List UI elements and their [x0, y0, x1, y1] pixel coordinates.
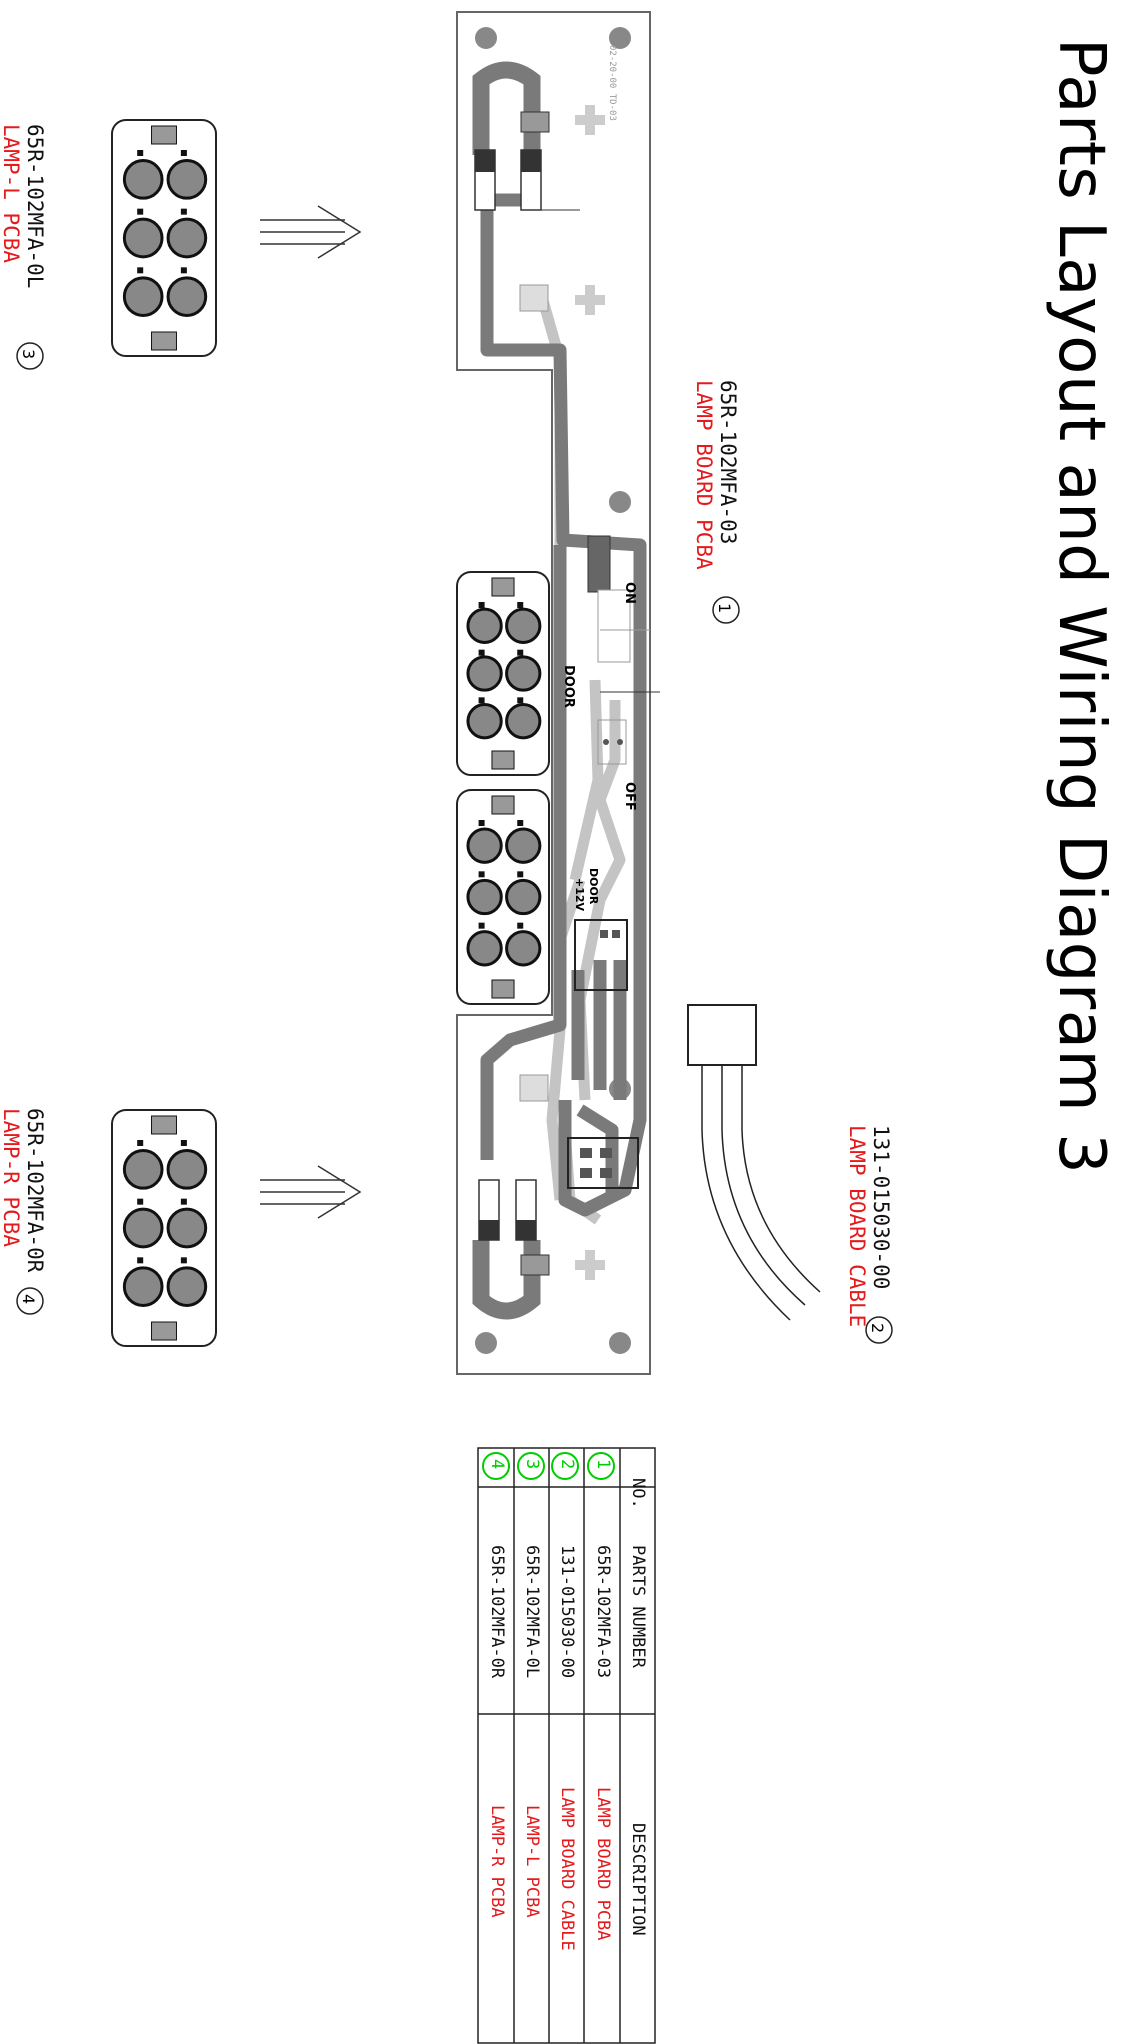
arrow-to-lamp-r [260, 1165, 362, 1219]
table-header-description: DESCRIPTION [628, 1823, 648, 1936]
table-cell-no: 1 [593, 1459, 613, 1470]
callout-circle-3 [16, 342, 44, 370]
led-icon [505, 878, 542, 916]
table-cell-parts-number: 65R-102MFA-0L [522, 1545, 542, 1679]
callout-1-number: 1 [715, 603, 734, 614]
board-label-door-bottom: DOOR [587, 868, 600, 905]
table-circle-4 [482, 1452, 510, 1480]
led-icon [166, 159, 208, 200]
board-label-on: ON [622, 582, 637, 604]
lamp-board-pcba: 02-20-00 TD-03 [456, 11, 660, 1375]
table-row: 3 [522, 1459, 542, 1469]
table-cell-parts-number: 65R-102MFA-0R [487, 1545, 507, 1679]
connector-icon [491, 750, 515, 770]
callout-4-part-number: 65R-102MFA-0R [23, 1108, 47, 1273]
callout-circles [16, 342, 893, 1344]
led-icon [166, 1266, 208, 1307]
callout-4-description: LAMP-R PCBA [0, 1108, 23, 1248]
led-icon [505, 607, 542, 644]
table-circle-2 [551, 1452, 579, 1480]
board-label-off: OFF [622, 782, 637, 811]
callout-1-description: LAMP BOARD PCBA [692, 380, 716, 570]
lamp-r-pcba [111, 1109, 217, 1347]
connector-icon [151, 1115, 177, 1135]
led-icon [466, 607, 503, 644]
led-icon [166, 1207, 208, 1249]
led-icon [122, 1207, 164, 1249]
table-row: 4 [487, 1459, 507, 1469]
connector-icon [151, 331, 177, 351]
led-icon [166, 217, 208, 259]
table-cell-description: LAMP-R PCBA [487, 1805, 507, 1918]
table-circle-3 [517, 1452, 545, 1480]
callout-2-description: LAMP BOARD CABLE [845, 1125, 869, 1328]
table-header-no: NO. [628, 1478, 648, 1509]
table-cell-no: 3 [522, 1459, 542, 1470]
led-array-upper [456, 571, 550, 776]
connector-icon [491, 577, 515, 597]
arrow-to-lamp-l [260, 205, 362, 259]
table-cell-description: LAMP BOARD CABLE [557, 1787, 577, 1951]
led-icon [122, 1266, 164, 1307]
callout-circle-4 [16, 1287, 44, 1315]
led-icon [166, 1149, 208, 1190]
led-icon [466, 703, 503, 740]
parts-table [477, 1447, 656, 2044]
connector-icon [491, 979, 515, 999]
led-array-lower [456, 789, 550, 1005]
led-icon [122, 159, 164, 200]
lamp-l-pcba [111, 119, 217, 357]
table-cell-description: LAMP BOARD PCBA [593, 1787, 613, 1941]
callout-1-part-number: 65R-102MFA-03 [716, 380, 740, 545]
led-icon [122, 276, 164, 317]
led-icon [122, 1149, 164, 1190]
table-header-parts-number: PARTS NUMBER [628, 1545, 648, 1668]
callout-circle-1 [712, 596, 740, 624]
connector-icon [151, 125, 177, 145]
led-icon [505, 703, 542, 740]
table-cell-parts-number: 65R-102MFA-03 [593, 1545, 613, 1679]
led-icon [466, 827, 503, 864]
table-cell-parts-number: 131-015030-00 [557, 1545, 577, 1679]
lamp-board-cable [687, 1004, 821, 1321]
connector-icon [491, 795, 515, 815]
led-icon [122, 217, 164, 259]
led-icon [166, 276, 208, 317]
table-cell-no: 2 [557, 1459, 577, 1470]
callout-3-number: 3 [19, 349, 38, 360]
table-circle-1 [587, 1452, 615, 1480]
svg-text:02-20-00 TD-03: 02-20-00 TD-03 [607, 45, 617, 121]
table-cell-description: LAMP-L PCBA [522, 1805, 542, 1918]
connector-icon [151, 1321, 177, 1341]
led-icon [505, 827, 542, 864]
table-number-circles [482, 1452, 615, 1480]
callout-2-part-number: 131-015030-00 [869, 1125, 893, 1290]
led-icon [505, 930, 542, 967]
led-icon [466, 930, 503, 967]
led-icon [505, 655, 542, 692]
callout-circle-2 [865, 1316, 893, 1344]
table-row: 1 [593, 1459, 613, 1469]
callout-2-number: 2 [868, 1323, 887, 1334]
board-label-door-top: DOOR [561, 665, 576, 708]
callout-3-description: LAMP-L PCBA [0, 124, 23, 264]
board-label-plus12v: +12V [573, 878, 586, 912]
callout-4-number: 4 [19, 1294, 38, 1305]
led-icon [466, 655, 503, 692]
table-row: 2 [557, 1459, 577, 1469]
table-cell-no: 4 [487, 1459, 507, 1470]
led-icon [466, 878, 503, 916]
callout-3-part-number: 65R-102MFA-0L [23, 124, 47, 289]
